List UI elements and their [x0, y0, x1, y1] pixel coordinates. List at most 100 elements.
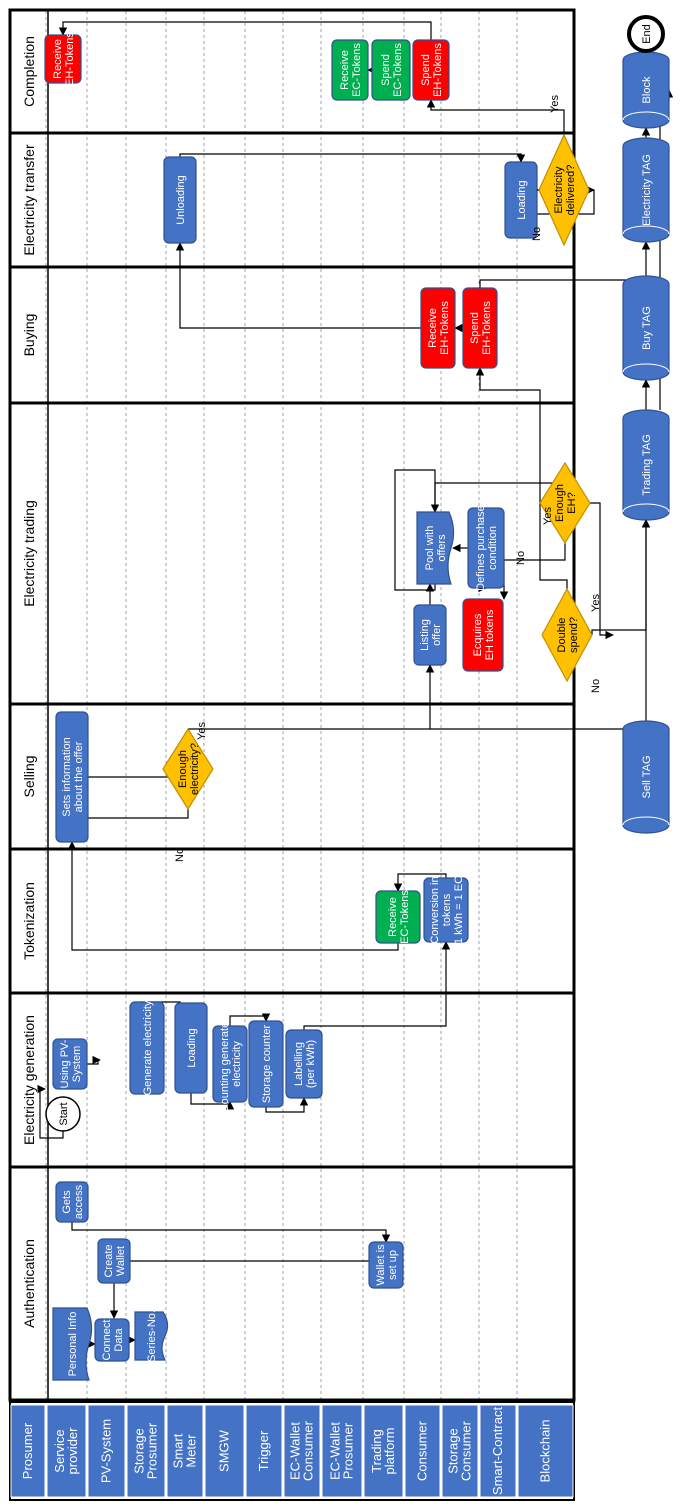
node-label-create-wallet: CreateWallet [103, 1244, 127, 1277]
node-label-pool: Pool withoffers [424, 526, 448, 571]
node-create-wallet: CreateWallet [97, 1238, 131, 1284]
lane-label-storage-pro: StorageProsumer [132, 1422, 160, 1479]
phase-label-gen: Electricity generation [21, 1015, 37, 1145]
edge-access-to-setup [71, 1222, 391, 1243]
node-receive-ec-comp: ReceiveEC-Tokens [331, 39, 369, 101]
lane-smart: Smart-Contract [479, 1404, 517, 1498]
lane-label-ecw-prosumer: EC-WalletProsumer [328, 1422, 356, 1480]
edge-delivered-yes-to-spend-eh [426, 99, 565, 135]
node-personal-info: Personal Info [52, 1307, 93, 1381]
node-label-spend-eh-comp: SpendEH-Tokens [420, 43, 444, 97]
node-spend-ec-comp: SpendEC-Tokens [371, 39, 411, 101]
lane-label-smart: Smart-Contract [490, 1407, 505, 1496]
lane-label-ecw-consumer: EC-WalletConsumer [288, 1420, 316, 1481]
node-storage-counter: Storage counter [248, 1020, 284, 1108]
lane-label-smgw: SMGW [217, 1429, 232, 1472]
phase-label-tok: Tokenization [21, 882, 37, 960]
node-label-sets-info: Sets informationabout the offer [61, 737, 85, 816]
lane-label-blockchain: Blockchain [538, 1420, 553, 1483]
edge-spend-eh-to-receive-eh [58, 21, 432, 40]
node-label-electricity-tag: Electricity TAG [641, 154, 653, 226]
node-listing-offer: Listingoffer [413, 604, 447, 666]
edge-unloading-to-loading [179, 153, 526, 163]
edge-double-yes-to-spend-eh [475, 367, 568, 590]
phase-label-trade: Electricity trading [21, 500, 37, 607]
node-label-labelling: Labelling(per kWh) [293, 1040, 317, 1088]
node-label-generate: Generate electricity [142, 1000, 154, 1095]
node-label-elec-delivered: Electricitydelivered? [553, 165, 577, 216]
node-conversion: Conversion intokens(1 kWh = 1 EC) [423, 872, 469, 948]
branch-label-ds-yes: Yes [590, 594, 602, 612]
node-label-start: Start [58, 1102, 70, 1125]
node-block: Block [622, 51, 670, 129]
node-series-no: Series-No. [134, 1310, 169, 1362]
node-trading-tag: Trading TAG [622, 409, 670, 521]
node-label-listing-offer: Listingoffer [419, 619, 443, 651]
lane-prosumer: Prosumer [10, 1404, 46, 1498]
edge-wallet-to-setup [130, 1260, 391, 1289]
node-defines-purchase: Defines purchasecondition [467, 505, 505, 591]
phase-label-buy: Buying [21, 314, 37, 357]
lane-smgw: SMGW [204, 1404, 245, 1498]
lane-service: Serviceprovider [46, 1404, 87, 1498]
edge-enough-yes-to-sell-tag [430, 728, 651, 834]
node-label-conversion: Conversion intokens(1 kWh = 1 EC) [429, 872, 465, 948]
branch-label-ds-no: No [590, 679, 602, 693]
node-loading-tr: Loading [504, 161, 538, 239]
lane-label-meter: SmartMeter [171, 1433, 199, 1468]
phase-completion: Completion [8, 8, 576, 135]
lane-blockchain: Blockchain [517, 1404, 574, 1498]
node-label-defines-purchase: Defines purchasecondition [475, 505, 499, 591]
node-loading-gen: Loading [174, 1002, 208, 1094]
node-label-enough-eh: EnoughEH? [554, 484, 578, 522]
node-start: Start [45, 1096, 81, 1132]
node-label-storage-counter: Storage counter [261, 1025, 273, 1104]
node-enough-eh: EnoughEH? [539, 461, 591, 545]
branch-label-del-no: No [531, 227, 543, 241]
lane-ecw-consumer: EC-WalletConsumer [283, 1404, 321, 1498]
node-pool: Pool withoffers [416, 511, 455, 585]
node-double-spend: Doublespend? [541, 587, 593, 683]
node-label-gets-access: Getsaccess [61, 1184, 85, 1219]
phase-label-sell: Selling [21, 755, 37, 797]
edge-enough-no-to-sets-info [67, 809, 189, 843]
lane-consumer: Consumer [404, 1404, 441, 1498]
node-label-trading-tag: Trading TAG [641, 434, 653, 496]
node-unloading: Unloading [163, 156, 197, 244]
node-buy-tag: Buy TAG [622, 275, 670, 381]
node-counting: Counting generatedelectricity [212, 1016, 248, 1112]
edge-enough-eh-no-to-acquires [499, 543, 566, 600]
lane-ecw-prosumer: EC-WalletProsumer [321, 1404, 363, 1498]
node-label-end: End [641, 24, 653, 44]
node-generate: Generate electricity [129, 1000, 165, 1095]
node-using-pv: Using PV-System [52, 1038, 88, 1090]
lane-storage-con: StorageConsumer [441, 1404, 479, 1498]
branch-label-eh-yes: Yes [542, 507, 554, 525]
node-end: End [627, 15, 665, 53]
node-label-using-pv: Using PV-System [59, 1039, 83, 1088]
lane-label-trigger: Trigger [256, 1430, 271, 1471]
edge-pool-loop [394, 469, 440, 591]
node-label-personal-info: Personal Info [67, 1312, 79, 1377]
lane-label-prosumer: Prosumer [20, 1422, 35, 1479]
node-electricity-tag: Electricity TAG [622, 137, 670, 243]
edge-conversion-to-receive-ec [393, 873, 447, 892]
node-label-unloading: Unloading [175, 175, 187, 225]
node-receive-eh-buy: ReceiveEH-Tokens [420, 287, 456, 369]
node-label-loading-tr: Loading [516, 180, 528, 219]
node-labelling: Labelling(per kWh) [285, 1029, 323, 1099]
edge-receive-ec-to-sets-info [67, 841, 399, 951]
branch-label-sell-no: No [174, 848, 186, 862]
node-label-acquires-eh: EcquiresEH tokens [472, 609, 496, 660]
node-label-enough-elec: Enoughelectricity? [177, 743, 201, 795]
edge-enough-yes-to-listing [188, 664, 435, 730]
edge-unloading-from-buy [175, 242, 421, 329]
edge-storage-to-labelling [265, 1097, 309, 1113]
lane-meter: SmartMeter [166, 1404, 204, 1498]
phase-tok: Tokenization [8, 847, 576, 995]
node-label-loading-gen: Loading [186, 1028, 198, 1067]
